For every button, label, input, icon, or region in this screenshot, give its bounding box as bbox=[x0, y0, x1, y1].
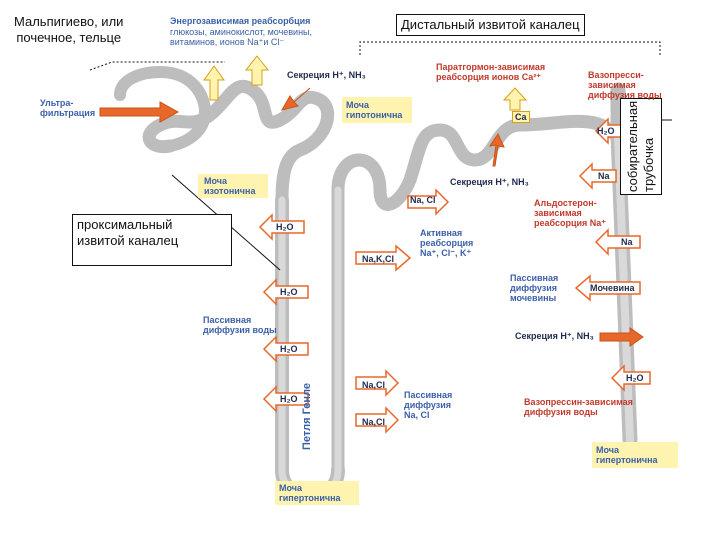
vasopressin-low-label: Вазопрессин-зависимая диффузия воды bbox=[524, 397, 633, 417]
h2o-arrow-p4 bbox=[262, 385, 309, 413]
proximal-tubule bbox=[142, 79, 335, 207]
secretion-low-label: Секреция H⁺, NH₃ bbox=[515, 331, 594, 341]
na-k-cl-label: Na,K,Cl bbox=[362, 254, 395, 264]
urine-iso-box bbox=[198, 174, 268, 198]
collecting-callout: собирательная трубочка bbox=[620, 97, 662, 195]
urine-hyper-right-box bbox=[592, 442, 678, 468]
na-arrow2-label: Na bbox=[621, 237, 633, 247]
nakcl-arrow bbox=[355, 244, 412, 272]
urine-hypo-label: Моча гипотонична bbox=[346, 100, 403, 120]
urine-hypo-box bbox=[342, 97, 412, 123]
energy-reabs-title: Энергозависимая реабсорбция bbox=[170, 16, 311, 26]
h2o-p4-label: H₂O bbox=[280, 394, 298, 404]
h2o-arrow-p2 bbox=[262, 278, 309, 306]
ultrafiltration-arrow bbox=[99, 101, 180, 123]
na-cl-2-label: Na,Cl bbox=[362, 380, 386, 390]
orange-arrows bbox=[99, 87, 644, 347]
secretion-arrow-mid bbox=[488, 132, 505, 167]
secretion-mid-label: Секреция H⁺, NH₃ bbox=[450, 177, 529, 187]
na-arrow-1 bbox=[578, 162, 617, 190]
active-reabs-label: Активная реабсорция Na⁺, Cl⁻, K⁺ bbox=[420, 228, 474, 258]
urea-arrow bbox=[574, 274, 641, 302]
na-cl-top-label: Na, Cl bbox=[410, 195, 436, 205]
urine-iso-label: Моча изотонична bbox=[204, 176, 256, 196]
proximal-callout: проксимальный извитой каналец bbox=[72, 214, 232, 266]
h2o-p3-label: H₂O bbox=[280, 344, 298, 354]
na-cl-3-label: Na,Cl bbox=[362, 417, 386, 427]
h2o-p1-label: H₂O bbox=[276, 222, 294, 232]
urine-hyper-bottom-label: Моча гипертонична bbox=[279, 483, 341, 503]
secretion-arrow-low bbox=[599, 327, 644, 347]
h2o-arrow-collect bbox=[610, 364, 651, 392]
aldosterone-label: Альдостерон- зависимая реабсорция Na⁺ bbox=[534, 198, 607, 228]
h2o-p2-label: H₂O bbox=[280, 287, 298, 297]
ca-arrow bbox=[502, 87, 528, 111]
secretion-top-label: Секреция H⁺, NH₃ bbox=[287, 70, 366, 80]
nacl-arrow-top bbox=[407, 188, 450, 216]
parathormone-label: Паратгормон-зависимая реабсорция ионов C… bbox=[436, 62, 546, 82]
yellow-up-arrows bbox=[203, 55, 528, 111]
ascending-limb bbox=[331, 114, 622, 477]
nacl-arrow-2 bbox=[355, 369, 400, 397]
reabs-arrow-1 bbox=[203, 65, 225, 101]
urine-hyper-bottom-box bbox=[275, 481, 359, 505]
nacl-arrow-3 bbox=[355, 406, 400, 434]
henle-label: Петля Генле bbox=[301, 383, 313, 450]
h2o-arrow-p3 bbox=[262, 335, 309, 363]
ultrafiltration-label: Ультра- фильтрация bbox=[40, 98, 96, 118]
h2o-arrow-p1 bbox=[258, 213, 305, 241]
reabs-arrow-2 bbox=[244, 55, 270, 86]
malpighi-callout: Мальпигиево, или почечное, тельце bbox=[14, 14, 124, 46]
urea-label: Мочевина bbox=[590, 283, 635, 293]
white-arrows bbox=[258, 117, 651, 434]
distal-callout: Дистальный извитой каналец bbox=[396, 14, 585, 36]
vasopressin-top-label: Вазопресси- зависимая диффузия воды bbox=[588, 70, 662, 100]
h2o-collect-label: H₂O bbox=[626, 373, 644, 383]
h2o-distal-label: H₂O bbox=[597, 126, 615, 136]
passive-nacl-label: Пассивная диффузия Na, Cl bbox=[404, 390, 453, 420]
urine-hyper-right-label: Моча гипертонична bbox=[596, 445, 658, 465]
secretion-arrow-top bbox=[280, 87, 311, 111]
bowman-capsule bbox=[114, 66, 211, 152]
energy-reabs-body: глюкозы, аминокислот, мочевины, витамино… bbox=[170, 27, 313, 47]
ca-label: Ca bbox=[512, 111, 530, 123]
na-arrow1-label: Na bbox=[598, 171, 610, 181]
passive-urea-label: Пассивная диффузия мочевины bbox=[510, 273, 559, 303]
na-arrow-2 bbox=[594, 228, 641, 256]
passive-water-label: Пассивная диффузия воды bbox=[203, 315, 277, 335]
